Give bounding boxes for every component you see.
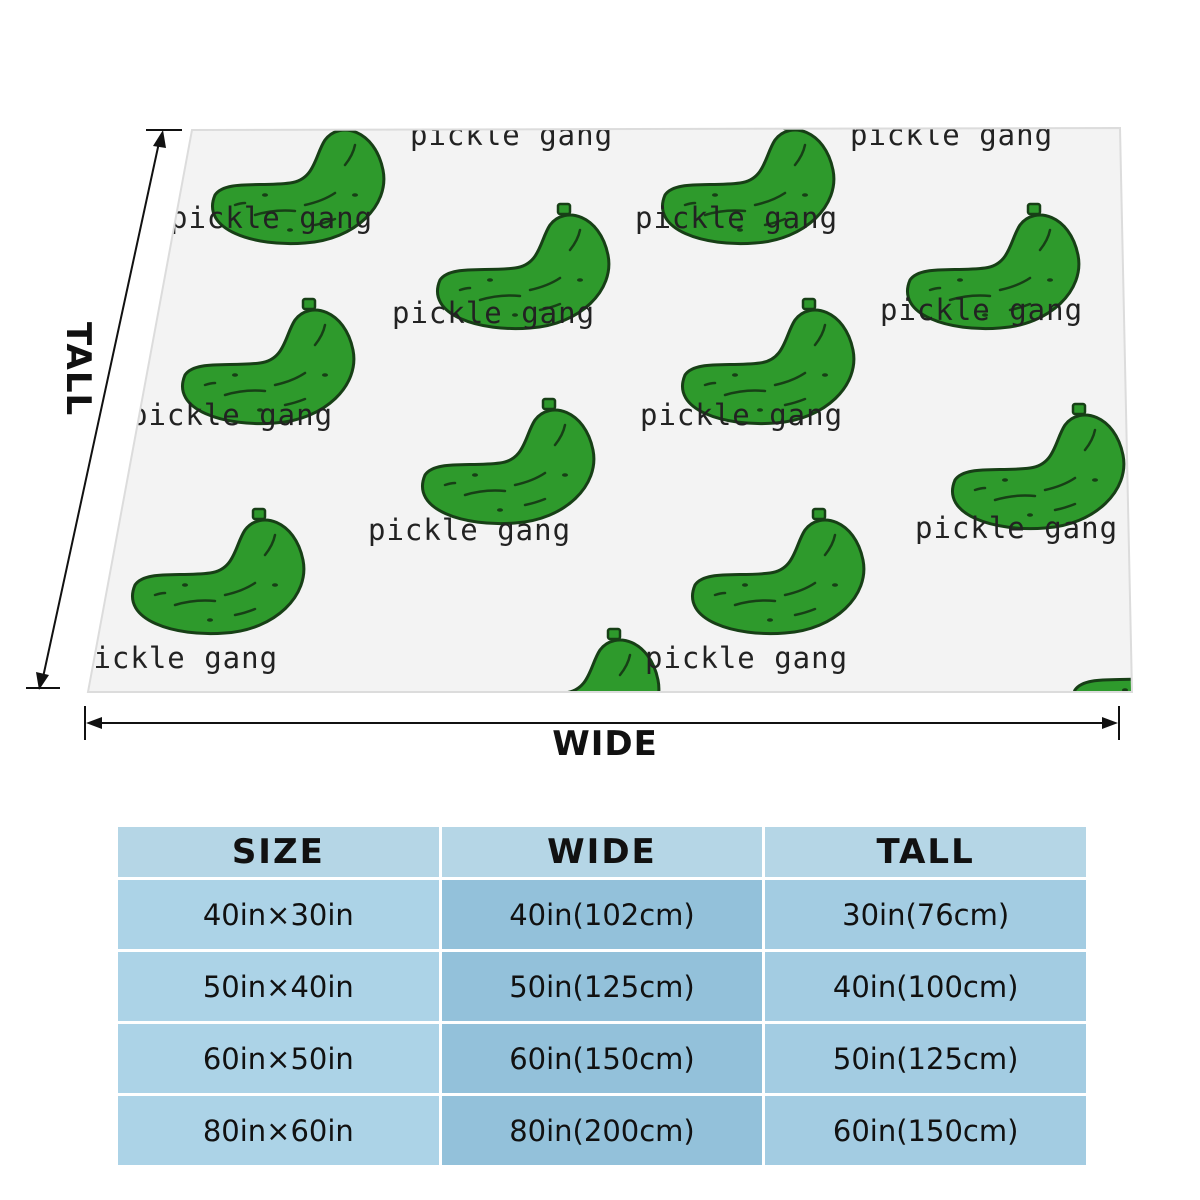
size-cell: 80in×60in: [118, 1096, 439, 1165]
wide-cell: 80in(200cm): [441, 1096, 763, 1165]
size-table: SIZE WIDE TALL 40in×30in 40in(102cm) 30i…: [115, 824, 1089, 1168]
size-cell: 40in×30in: [118, 880, 439, 949]
pattern-text: pickle gang: [368, 513, 571, 547]
pattern-text: pickle gang: [75, 641, 278, 675]
tall-label: TALL: [58, 322, 98, 417]
wide-dimension-arrow: [84, 706, 1120, 740]
size-header: SIZE: [118, 827, 439, 877]
pattern-text: pickle gang: [170, 201, 373, 235]
table-row: 50in×40in 50in(125cm) 40in(100cm): [118, 952, 1086, 1021]
pattern-text: pickle gang: [880, 293, 1083, 327]
pattern-text: pickle gang: [915, 511, 1118, 545]
tall-cell: 60in(150cm): [765, 1096, 1086, 1165]
size-cell: 60in×50in: [118, 1024, 439, 1093]
pattern-text: pickle gang: [130, 398, 333, 432]
pattern-text: pickle gang: [392, 296, 595, 330]
size-cell: 50in×40in: [118, 952, 439, 1021]
tall-cell: 40in(100cm): [765, 952, 1086, 1021]
tall-cell: 50in(125cm): [765, 1024, 1086, 1093]
wide-cell: 40in(102cm): [441, 880, 763, 949]
wide-header: WIDE: [441, 827, 763, 877]
pattern-text: pickle gang: [635, 201, 838, 235]
blanket-figure: pickle gang pickle gang pickle gang pick…: [26, 118, 1134, 740]
size-table-header-row: SIZE WIDE TALL: [118, 827, 1086, 877]
pattern-text: pickle gang: [850, 118, 1053, 152]
table-row: 80in×60in 80in(200cm) 60in(150cm): [118, 1096, 1086, 1165]
pattern-text: pickle gang: [640, 398, 843, 432]
wide-label: WIDE: [552, 724, 658, 764]
blanket-illustration: pickle gang pickle gang pickle gang pick…: [75, 118, 1134, 693]
pattern-text: pickle gang: [410, 118, 613, 152]
pattern-text: pickle gang: [645, 641, 848, 675]
wide-cell: 50in(125cm): [441, 952, 763, 1021]
tall-dimension-arrow: [26, 129, 182, 690]
wide-cell: 60in(150cm): [441, 1024, 763, 1093]
tall-header: TALL: [765, 827, 1086, 877]
table-row: 40in×30in 40in(102cm) 30in(76cm): [118, 880, 1086, 949]
table-row: 60in×50in 60in(150cm) 50in(125cm): [118, 1024, 1086, 1093]
tall-cell: 30in(76cm): [765, 880, 1086, 949]
